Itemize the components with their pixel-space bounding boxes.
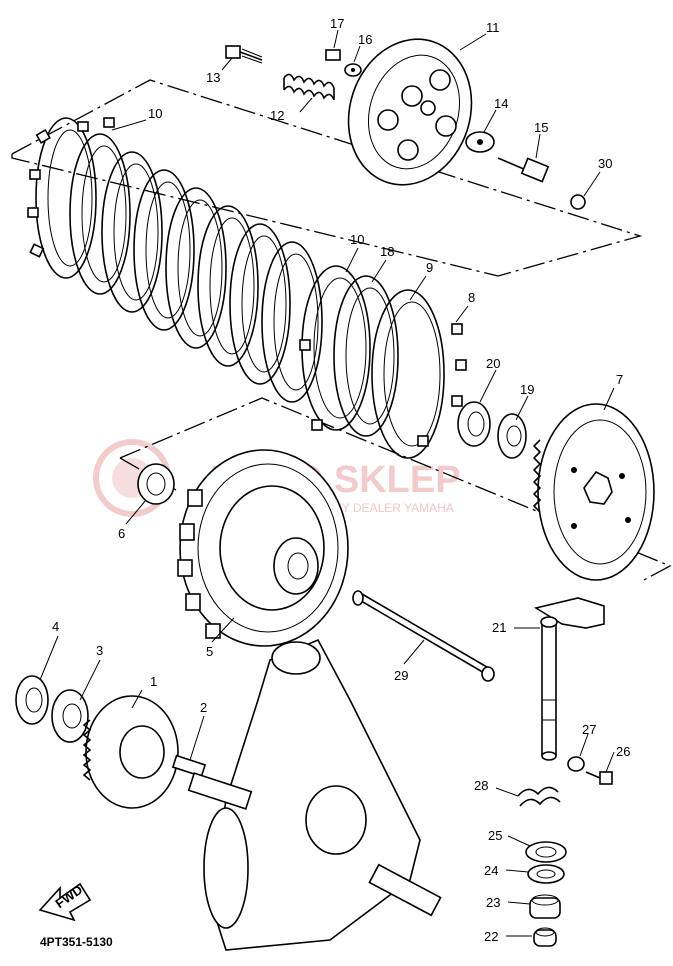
callout-3: 3 [96, 643, 103, 658]
pressure-fasteners [225, 45, 586, 210]
callout-16: 16 [358, 32, 372, 47]
washer-27 [567, 756, 585, 772]
callout-7: 7 [616, 372, 623, 387]
bolt-13 [225, 45, 263, 64]
bearing-23 [529, 894, 561, 919]
callout-17: 17 [330, 16, 344, 31]
callout-4: 4 [52, 619, 59, 634]
callout-19: 19 [520, 382, 534, 397]
callout-12: 12 [270, 108, 284, 123]
callout-5: 5 [206, 644, 213, 659]
callout-23: 23 [486, 895, 500, 910]
callout-25: 25 [488, 828, 502, 843]
callout-14: 14 [494, 96, 508, 111]
callout-15: 15 [534, 120, 548, 135]
washer-17 [325, 49, 341, 61]
spring-28 [517, 786, 561, 807]
push-rod-15 [497, 157, 550, 183]
lock-washer-3 [51, 689, 89, 743]
bolt-26 [585, 771, 613, 785]
oil-seal-4 [15, 675, 49, 725]
frame-upper-top [11, 79, 643, 277]
frame-upper-bottom [11, 154, 499, 277]
plate-series [69, 133, 323, 403]
callout-28: 28 [474, 778, 488, 793]
callout-9: 9 [426, 260, 433, 275]
leader-lines [39, 29, 615, 937]
frame-lower-top [119, 397, 672, 583]
callout-22: 22 [484, 929, 498, 944]
seal-25 [525, 841, 567, 863]
ball-30 [570, 194, 586, 210]
callout-24: 24 [484, 863, 498, 878]
bearing-14 [465, 131, 495, 153]
callout-10-lower: 10 [350, 232, 364, 247]
primary-drive-gear-1 [82, 695, 179, 809]
callout-10-upper: 10 [148, 106, 162, 121]
spring-12 [283, 73, 335, 101]
callout-numbers: 1 2 3 4 5 6 7 8 9 10 10 11 12 13 14 15 1… [52, 16, 630, 944]
primary-driven-gear [532, 403, 655, 581]
friction-plate-first [27, 117, 115, 279]
bearing-24 [527, 864, 565, 884]
clutch-housing [177, 449, 349, 647]
callout-11: 11 [486, 20, 500, 35]
push-shaft [352, 590, 495, 682]
callout-21: 21 [492, 620, 506, 635]
diagram-code: 4PT351-5130 [40, 935, 113, 949]
pressure-plate [347, 38, 473, 186]
fwd-arrow: FWD [38, 882, 92, 922]
callout-27: 27 [582, 722, 596, 737]
push-lever-assembly [533, 597, 605, 761]
clutch-boss-parts [457, 401, 527, 459]
lever-small-parts [517, 756, 613, 947]
crankshaft [187, 638, 442, 951]
callout-29: 29 [394, 668, 408, 683]
callout-20: 20 [486, 356, 500, 371]
callout-1: 1 [150, 674, 157, 689]
callout-30: 30 [598, 156, 612, 171]
callout-6: 6 [118, 526, 125, 541]
callout-13: 13 [206, 70, 220, 85]
callout-26: 26 [616, 744, 630, 759]
bearing-22 [533, 927, 557, 947]
callout-2: 2 [200, 700, 207, 715]
washer-16 [344, 63, 362, 77]
plates-front-group [299, 265, 467, 459]
clutch-plate-stack [27, 117, 467, 459]
crank-side-parts [15, 675, 207, 809]
callout-18: 18 [380, 244, 394, 259]
callout-8: 8 [468, 290, 475, 305]
lock-washer [137, 463, 175, 505]
key-2 [171, 754, 207, 778]
